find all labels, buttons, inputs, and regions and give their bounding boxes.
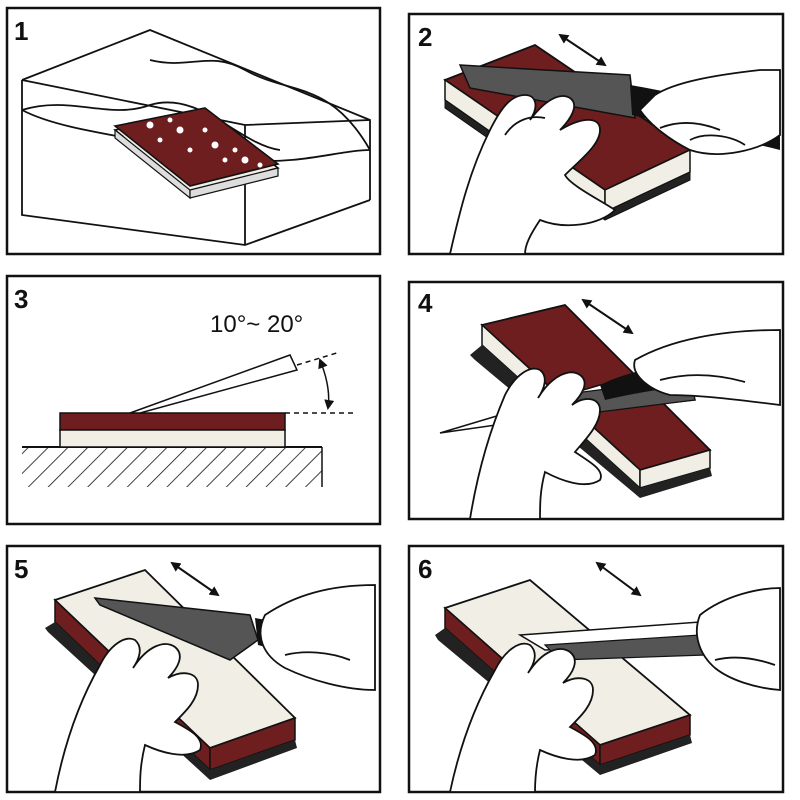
panel-2: 2: [407, 12, 785, 256]
double-arrow-icon: [581, 298, 634, 335]
panel-3: 3 10°~ 20°: [5, 274, 382, 526]
double-arrow-icon: [558, 33, 607, 67]
whetstone-side-view: [59, 412, 286, 448]
step-number: 3: [14, 284, 28, 314]
double-arrow-icon: [170, 561, 220, 597]
panel-4: 4: [407, 280, 785, 521]
table-surface: [22, 446, 323, 487]
water-container: [21, 29, 371, 246]
hand-pressing-blade: [448, 94, 617, 255]
angle-indicator: [285, 351, 355, 414]
step-number: 5: [14, 554, 28, 584]
air-bubbles: [145, 116, 264, 169]
hand-pressing-blade: [53, 637, 202, 793]
hand-pressing-blade: [448, 642, 597, 793]
hand-pressing-blade: [468, 367, 602, 520]
panel-5: 5: [5, 544, 382, 794]
step-number: 2: [418, 22, 432, 52]
step-number: 4: [418, 288, 433, 318]
step-number: 6: [418, 554, 432, 584]
soaking-whetstone: [113, 107, 280, 200]
hand-holding-knife: [638, 69, 781, 155]
panel-6: 6: [407, 544, 785, 794]
hand-holding-knife: [633, 329, 781, 407]
panel-1: 1: [5, 6, 382, 256]
step-number: 1: [14, 16, 28, 46]
angle-label: 10°~ 20°: [210, 311, 303, 338]
double-arrow-icon: [595, 561, 642, 597]
blade-side-view: [129, 354, 299, 414]
hand-holding-knife: [695, 587, 781, 691]
hand-holding-knife: [259, 584, 376, 691]
